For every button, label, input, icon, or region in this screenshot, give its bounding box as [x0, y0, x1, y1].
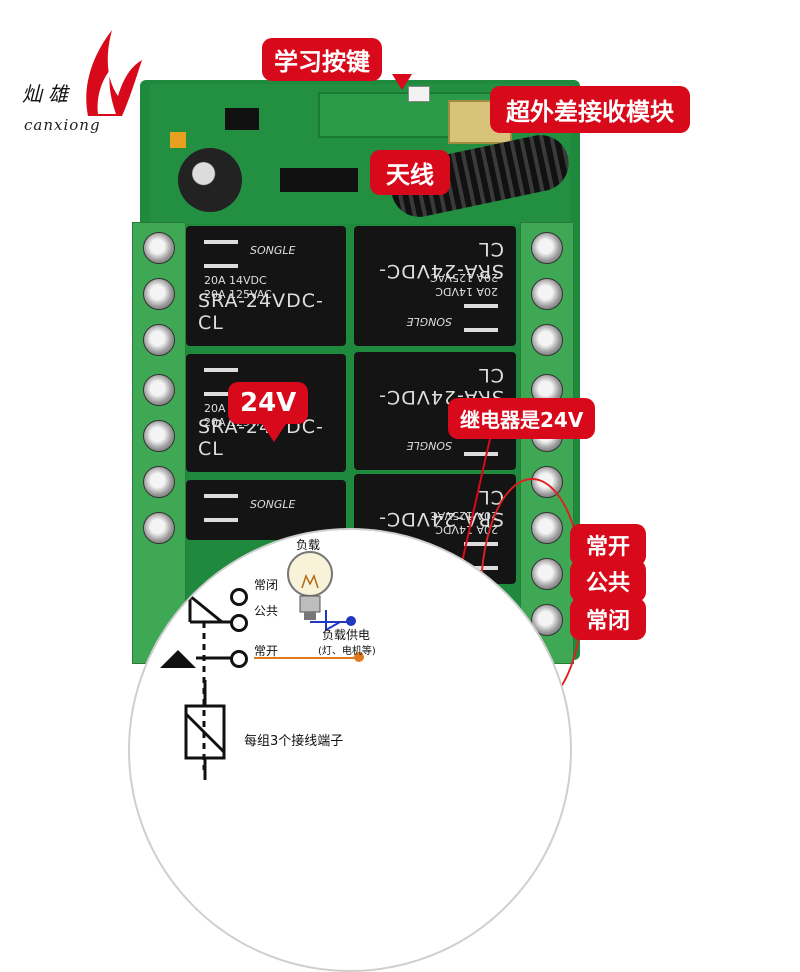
diagram-nc-label: 常闭	[254, 578, 279, 592]
terminal-screw[interactable]	[531, 232, 563, 264]
relay-brand-logo-icon	[204, 494, 238, 522]
callout-receiver-module: 超外差接收模块	[490, 86, 690, 133]
terminal-screw[interactable]	[531, 324, 563, 356]
diagram-terminals-note: 每组3个接线端子	[244, 734, 344, 749]
callout-pointer-icon	[262, 424, 286, 442]
terminal-screw[interactable]	[143, 324, 175, 356]
terminal-normally-closed-icon	[230, 588, 248, 606]
terminal-normally-open-icon	[230, 650, 248, 668]
wire-end-blue-icon	[346, 616, 356, 626]
callout-common: 公共	[570, 560, 647, 602]
terminal-screw[interactable]	[531, 278, 563, 310]
terminal-screw[interactable]	[143, 512, 175, 544]
diagram-common-label: 公共	[254, 604, 279, 618]
callout-24v: 24V	[228, 382, 309, 424]
wiring-diagram-lines	[154, 582, 360, 780]
electrolytic-capacitor	[178, 148, 242, 212]
terminal-screw[interactable]	[143, 278, 175, 310]
wiring-diagram: 负载 常闭 公共 常开 负载供电 (灯、电机等) 每组3个接线端子	[128, 528, 572, 972]
wire-end-orange-icon	[354, 652, 364, 662]
diagram-no-label: 常开	[254, 644, 279, 658]
diagram-load-examples-label: (灯、电机等)	[318, 646, 376, 657]
crystal-resonator	[448, 100, 512, 144]
relay-brand-logo-icon	[204, 368, 238, 396]
ic-chip	[225, 108, 259, 130]
callout-normally-open: 常开	[570, 524, 647, 566]
callout-normally-closed: 常闭	[570, 598, 647, 640]
callout-relay-24v: 继电器是24V	[448, 398, 596, 439]
light-bulb-icon	[287, 551, 333, 620]
logo-flame-icon	[86, 30, 142, 116]
terminal-screw[interactable]	[143, 420, 175, 452]
learn-button[interactable]	[408, 86, 430, 102]
diagram-load-label: 负载	[296, 538, 321, 552]
logo-chinese-name: 灿雄	[22, 82, 74, 106]
terminal-screw[interactable]	[143, 374, 175, 406]
relay-model: SRA-24VDC-CL	[198, 290, 324, 334]
terminal-screw[interactable]	[143, 466, 175, 498]
diagram-load-power-label: 负载供电	[322, 628, 371, 642]
relay-brand: SONGLE	[250, 498, 296, 511]
relay-brand: SONGLE	[250, 244, 296, 257]
ic-chip	[280, 168, 358, 192]
terminal-screw[interactable]	[143, 232, 175, 264]
callout-learn-button: 学习按键	[262, 38, 382, 81]
relay-brand-logo-icon	[204, 240, 238, 268]
callout-antenna: 天线	[370, 150, 450, 195]
terminal-common-icon	[230, 614, 248, 632]
smd-component	[170, 132, 186, 148]
callout-pointer-icon	[392, 74, 412, 90]
logo-english-name: canxiong	[24, 116, 101, 134]
